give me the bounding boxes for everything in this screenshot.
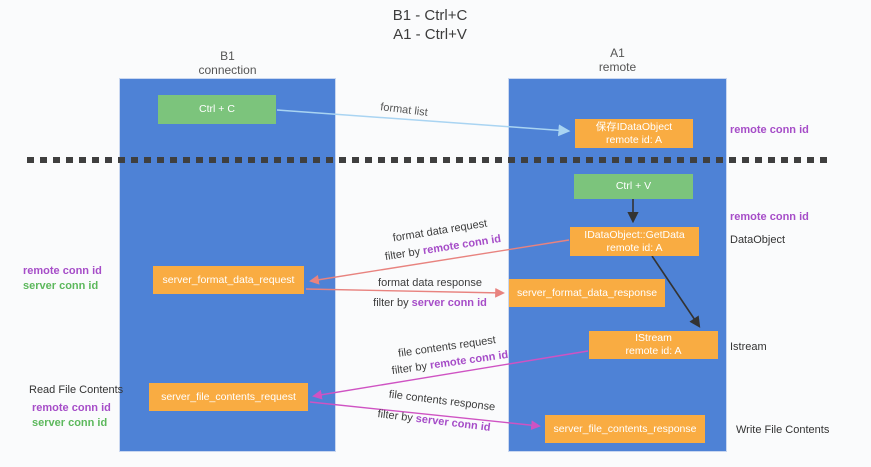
dashed-divider bbox=[27, 157, 833, 163]
file-contents-response-label: file contents response bbox=[388, 388, 496, 414]
getdata-line2: remote id: A bbox=[606, 241, 663, 254]
server-file-contents-response-label: server_file_contents_response bbox=[553, 422, 697, 435]
title-line-2: A1 - Ctrl+V bbox=[393, 26, 467, 43]
format-list-label: format list bbox=[379, 101, 429, 119]
server-format-data-response-label: server_format_data_response bbox=[516, 286, 658, 299]
lane-header-b1: B1 connection bbox=[119, 49, 336, 77]
server-file-contents-request-box: server_file_contents_request bbox=[149, 383, 308, 411]
save-idataobject-line2: remote id: A bbox=[605, 133, 663, 146]
filter-by-text: filter by bbox=[376, 408, 417, 425]
title-line-1: B1 - Ctrl+C bbox=[392, 7, 468, 24]
save-idataobject-line1: 保存IDataObject bbox=[595, 120, 673, 133]
filter-by-server-conn-id-label-1: filter by server conn id bbox=[373, 297, 487, 309]
diagram-title: B1 - Ctrl+C A1 - Ctrl+V bbox=[393, 6, 468, 44]
lane-a1-subtitle: remote bbox=[598, 60, 637, 74]
write-file-contents-label: Write File Contents bbox=[736, 424, 830, 436]
filter-by-server-conn-id-label-2: filter by server conn id bbox=[377, 408, 491, 434]
ctrl-v-box: Ctrl + V bbox=[574, 174, 693, 199]
left-remote-conn-id-label-2: remote conn id bbox=[32, 402, 111, 414]
ctrl-c-label: Ctrl + C bbox=[199, 103, 235, 115]
server-format-data-request-box: server_format_data_request bbox=[153, 266, 304, 294]
format-data-response-label: format data response bbox=[378, 277, 482, 289]
left-remote-conn-id-label: remote conn id bbox=[23, 265, 102, 277]
server-file-contents-response-box: server_file_contents_response bbox=[545, 415, 705, 443]
server-conn-id-text: server conn id bbox=[415, 412, 492, 434]
server-format-data-request-label: server_format_data_request bbox=[162, 273, 295, 286]
getdata-line1: IDataObject::GetData bbox=[584, 228, 685, 241]
left-server-conn-id-label: server conn id bbox=[23, 280, 99, 292]
lane-a1-name: A1 bbox=[610, 46, 625, 60]
filter-by-text: filter by bbox=[384, 245, 425, 264]
save-idataobject-box: 保存IDataObject remote id: A bbox=[575, 119, 693, 148]
istream-line2: remote id: A bbox=[625, 345, 682, 357]
ctrl-c-box: Ctrl + C bbox=[158, 95, 276, 124]
right-remote-conn-id-label-mid: remote conn id bbox=[730, 211, 809, 223]
ctrl-v-label: Ctrl + V bbox=[615, 180, 652, 192]
lane-header-a1: A1 remote bbox=[508, 46, 727, 74]
idataobject-getdata-box: IDataObject::GetData remote id: A bbox=[570, 227, 699, 256]
left-server-conn-id-label-2: server conn id bbox=[32, 417, 108, 429]
server-file-contents-request-label: server_file_contents_request bbox=[161, 390, 296, 403]
lane-b1-name: B1 bbox=[220, 49, 235, 63]
istream-line1: IStream bbox=[635, 332, 672, 344]
filter-by-text: filter by bbox=[373, 297, 412, 309]
istream-box: IStream remote id: A bbox=[589, 331, 718, 359]
server-conn-id-text: server conn id bbox=[411, 297, 487, 309]
istream-side-label: Istream bbox=[730, 341, 767, 353]
filter-by-text: filter by bbox=[391, 359, 431, 378]
lane-b1-subtitle: connection bbox=[198, 63, 257, 77]
dataobject-label: DataObject bbox=[730, 234, 786, 246]
server-format-data-response-box: server_format_data_response bbox=[509, 279, 665, 307]
right-remote-conn-id-label-top: remote conn id bbox=[730, 124, 809, 136]
read-file-contents-label: Read File Contents bbox=[29, 384, 124, 396]
